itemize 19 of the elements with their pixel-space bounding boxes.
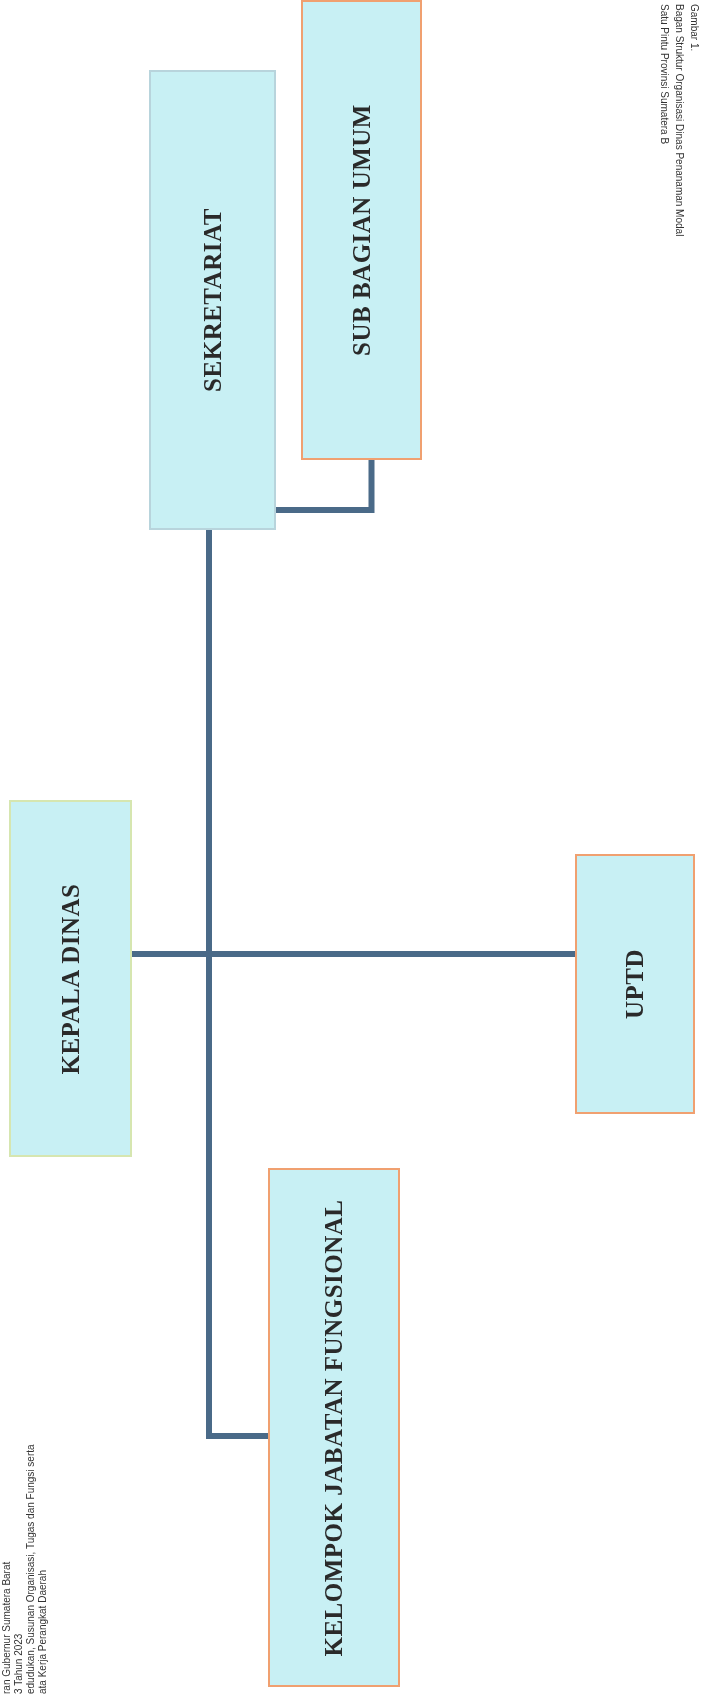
org-unit-box bbox=[9, 800, 132, 1157]
org-unit-box bbox=[268, 1168, 400, 1687]
caption-text: 3 Tahun 2023 bbox=[14, 1633, 24, 1694]
connector-line bbox=[132, 951, 268, 1439]
unit-title: SEKRETARIAT bbox=[198, 208, 227, 392]
caption-text: Satu Pintu Provinsi Sumatera B bbox=[659, 4, 669, 145]
caption-text: ata Kerja Perangkat Daerah bbox=[38, 1570, 48, 1694]
org-unit-box bbox=[149, 70, 276, 530]
caption-text: Bagan Struktur Organisasi Dinas Penanaman Modal bbox=[674, 4, 684, 237]
caption-text: ran Gubernur Sumatera Barat bbox=[2, 1561, 12, 1694]
caption-text: edudukan, Susunan Organisasi, Tugas dan Fungsi serta bbox=[26, 1444, 36, 1694]
org-unit-box bbox=[301, 0, 422, 460]
org-unit-box bbox=[575, 854, 695, 1114]
unit-title: SUB BAGIAN UMUM bbox=[347, 104, 376, 356]
unit-title: KELOMPOK JABATAN FUNGSIONAL bbox=[320, 1199, 348, 1656]
unit-title: UPTD bbox=[621, 948, 649, 1020]
connector-line bbox=[276, 460, 375, 513]
unit-title: KEPALA DINAS bbox=[56, 883, 85, 1074]
caption-text: Gambar 1. bbox=[689, 4, 699, 52]
